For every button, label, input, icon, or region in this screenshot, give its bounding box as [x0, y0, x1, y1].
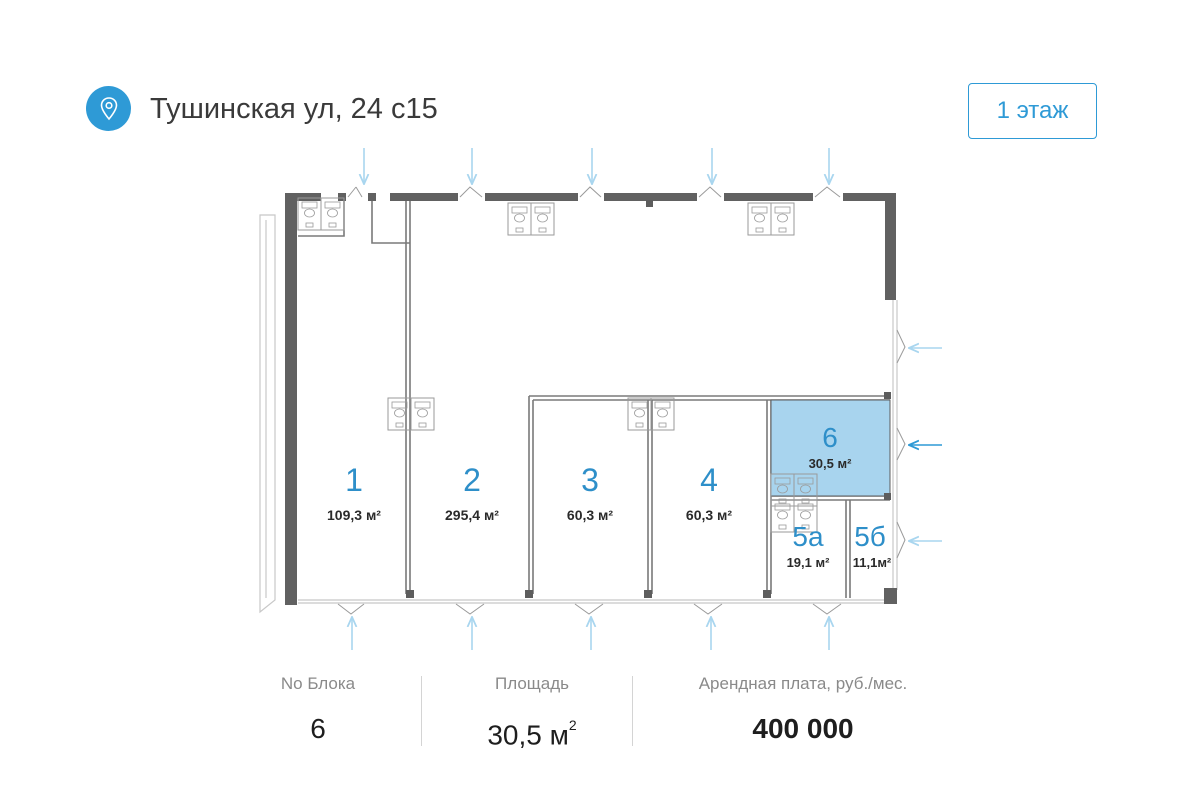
- area-unit-superscript: 2: [568, 717, 577, 733]
- block-2-area: 295,4 м²: [445, 507, 499, 523]
- building-outline: [259, 214, 898, 614]
- address-title: Тушинская ул, 24 с15: [150, 93, 438, 125]
- block-5b[interactable]: 5б 11,1м²: [853, 521, 892, 570]
- area-label: Площадь: [494, 674, 569, 693]
- doors: [337, 186, 906, 615]
- block-1-number: 1: [345, 462, 363, 498]
- block-3[interactable]: 3 60,3 м²: [567, 462, 613, 523]
- block-6-area: 30,5 м²: [809, 456, 853, 471]
- area-value-text: 30,5 м: [487, 719, 569, 751]
- block-6[interactable]: 6 30,5 м²: [809, 422, 853, 471]
- block-2[interactable]: 2 295,4 м²: [445, 462, 499, 523]
- block-1-area: 109,3 м²: [327, 507, 381, 523]
- info-divider: [632, 676, 633, 746]
- block-5b-area: 11,1м²: [853, 555, 892, 570]
- block-5a-area: 19,1 м²: [787, 555, 831, 570]
- block-5a-number: 5а: [792, 521, 824, 552]
- block-number-value: 6: [310, 713, 326, 744]
- map-pin-icon: [86, 86, 131, 131]
- info-divider: [421, 676, 422, 746]
- floor-selector-button[interactable]: 1 этаж: [968, 83, 1097, 139]
- block-6-area[interactable]: [770, 399, 891, 497]
- block-4-number: 4: [700, 462, 718, 498]
- block-4-area: 60,3 м²: [686, 507, 732, 523]
- block-5b-number: 5б: [854, 521, 886, 552]
- block-number-label: No Блока: [280, 674, 356, 693]
- block-2-number: 2: [463, 462, 481, 498]
- walls: [285, 193, 897, 605]
- block-5a[interactable]: 5а 19,1 м²: [787, 521, 831, 570]
- block-6-number: 6: [822, 422, 838, 453]
- rent-info: Арендная плата, руб./мес. 400 000: [663, 672, 943, 752]
- block-4[interactable]: 4 60,3 м²: [686, 462, 732, 523]
- rent-label: Арендная плата, руб./мес.: [698, 674, 908, 693]
- entrance-arrows: [352, 148, 942, 650]
- floor-plan: 1 109,3 м² 2 295,4 м² 3 60,3 м² 4 60,3 м…: [259, 148, 942, 650]
- block-number-info: No Блока 6: [238, 672, 398, 752]
- toilet-fixtures: [297, 197, 818, 533]
- columns: [406, 200, 891, 598]
- block-3-number: 3: [581, 462, 599, 498]
- area-info: Площадь 30,5 м2: [442, 672, 622, 752]
- area-value: 30,5 м2: [442, 712, 622, 752]
- block-1[interactable]: 1 109,3 м²: [327, 462, 381, 523]
- rent-value: 400 000: [752, 713, 854, 744]
- block-3-area: 60,3 м²: [567, 507, 613, 523]
